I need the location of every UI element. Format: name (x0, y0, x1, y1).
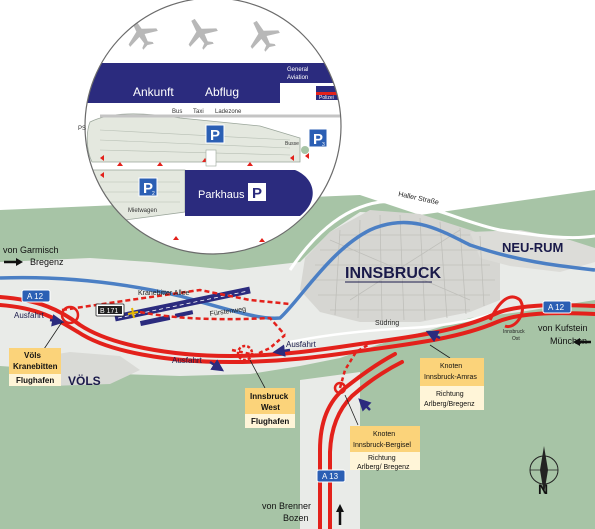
svg-text:Richtung: Richtung (368, 455, 396, 462)
svg-text:Knoten: Knoten (373, 431, 395, 438)
label-innsbruck-ost-2: Ost (512, 336, 520, 342)
svg-text:Arlberg/Bregenz: Arlberg/Bregenz (424, 401, 475, 408)
parking-garage-label: Parkhaus (198, 189, 245, 201)
airport-detail (85, 0, 341, 254)
north-arrow-icon: N (529, 446, 559, 497)
svg-text:Innsbruck-Amras: Innsbruck-Amras (424, 374, 477, 381)
road-bergisel-link (338, 343, 369, 389)
parking-sign-p3-letter: P (313, 131, 323, 148)
origin-label-garmisch: von Garmisch (3, 245, 59, 255)
parking-sign-p2-sub: 2 (152, 191, 155, 197)
shield-a12-east (542, 300, 572, 314)
general-aviation-building (280, 63, 340, 83)
junction-label-west: Innsbruck West Flughafen (245, 388, 295, 428)
svg-text:West: West (261, 403, 280, 412)
origin-label-kufstein-2: München (550, 336, 587, 346)
plane-icon (128, 18, 158, 50)
buses-label: Busse (285, 141, 299, 147)
city-area (300, 210, 500, 322)
police-label: Polizei (319, 95, 334, 101)
shield-a12-east-text: A 12 (548, 303, 565, 312)
origin-label-brenner-2: Bozen (283, 513, 309, 523)
interchange-bergisel (333, 381, 347, 395)
parking-sign-p3 (308, 128, 328, 148)
svg-text:Innsbruck: Innsbruck (250, 392, 289, 401)
parking-sign-p1-letter: P (210, 127, 220, 144)
street-label-suedring: Südring (375, 320, 399, 327)
interchange-amras (488, 295, 524, 329)
svg-text:Innsbruck-Bergisel: Innsbruck-Bergisel (353, 442, 411, 449)
river-inn (0, 220, 595, 321)
airport-detail-border (84, 0, 342, 255)
terminal-arrivals-label: Ankunft (133, 85, 174, 99)
svg-text:Kranebitten: Kranebitten (13, 362, 58, 371)
junction-label-amras: Knoten Innsbruck-Amras Richtung Arlberg/… (420, 358, 484, 410)
parking-sign-garage (248, 183, 266, 201)
shield-a13 (316, 469, 346, 483)
north-label: N (538, 481, 548, 497)
parking-sign-p2-letter: P (143, 180, 153, 197)
label-innsbruck-ost: Innsbruck (503, 329, 525, 335)
origin-label-garmisch-2: Bregenz (30, 257, 64, 267)
parking-sign-p2 (138, 177, 158, 197)
general-aviation-label: General (287, 67, 308, 73)
terminal-building (85, 63, 280, 103)
shield-a12-west (21, 289, 51, 303)
exit-arrow-west-2 (272, 344, 291, 357)
road-west-link (231, 334, 286, 357)
taxi-label: Taxi (193, 109, 204, 115)
exit-arrow-voels (49, 314, 65, 327)
road-suedring (289, 310, 501, 344)
junction-label-bergisel: Knoten Innsbruck-Bergisel Richtung Arlbe… (350, 426, 420, 471)
terminal-departures-label: Abflug (205, 85, 239, 99)
svg-text:Knoten: Knoten (440, 363, 462, 370)
rental-cars-label: Mietwagen (128, 208, 157, 214)
parking-garage (185, 170, 295, 216)
exit-arrow-west (209, 359, 225, 372)
airport-runway (114, 286, 251, 327)
svg-text:Flughafen: Flughafen (16, 376, 54, 385)
svg-text:Arlberg/ Bregenz: Arlberg/ Bregenz (357, 464, 410, 471)
shield-a12-west-text: A 12 (27, 292, 44, 301)
junction-label-voels: Völs Kranebitten Flughafen (9, 348, 61, 386)
street-label-kranebitter-allee: Kranebitter Allee (138, 290, 189, 297)
parking-sign-p1 (205, 124, 225, 144)
exit-label-voels: Ausfahrt (14, 311, 45, 320)
district-label-voels: VÖLS (68, 373, 101, 388)
road-kranebitter-allee (61, 288, 291, 312)
road-haller-strasse (288, 200, 595, 271)
svg-text:Flughafen: Flughafen (251, 417, 289, 426)
general-aviation-label-2: Aviation (287, 75, 308, 81)
loading-zone-label: Ladezone (215, 109, 242, 115)
exit-arrow-bergisel (358, 398, 372, 412)
city-streets (310, 214, 495, 321)
bus-label: Bus (172, 109, 182, 115)
interchange-west (236, 344, 254, 362)
exit-label-west: Ausfahrt (172, 356, 203, 365)
parking-sign-garage-letter: P (252, 185, 262, 202)
plane-icon (188, 18, 218, 50)
parking-sign-p3-sub: 3 (322, 142, 325, 148)
city-label-innsbruck: INNSBRUCK (345, 265, 441, 282)
shield-a13-text: A 13 (322, 472, 339, 481)
motorway-a12 (0, 295, 595, 365)
exit-arrow-amras (425, 330, 441, 343)
svg-text:Völs: Völs (24, 351, 41, 360)
district-label-neu-rum: NEU-RUM (502, 240, 563, 255)
exit-label-west-2: Ausfahrt (286, 340, 317, 349)
ps-label: PS (78, 126, 86, 132)
origin-label-kufstein: von Kufstein (538, 323, 588, 333)
plane-icon (250, 20, 280, 52)
svg-text:Richtung: Richtung (436, 391, 464, 398)
shield-b171-text: B 171 (100, 308, 118, 315)
origin-label-brenner: von Brenner (262, 501, 311, 511)
neu-rum-area (470, 230, 595, 272)
